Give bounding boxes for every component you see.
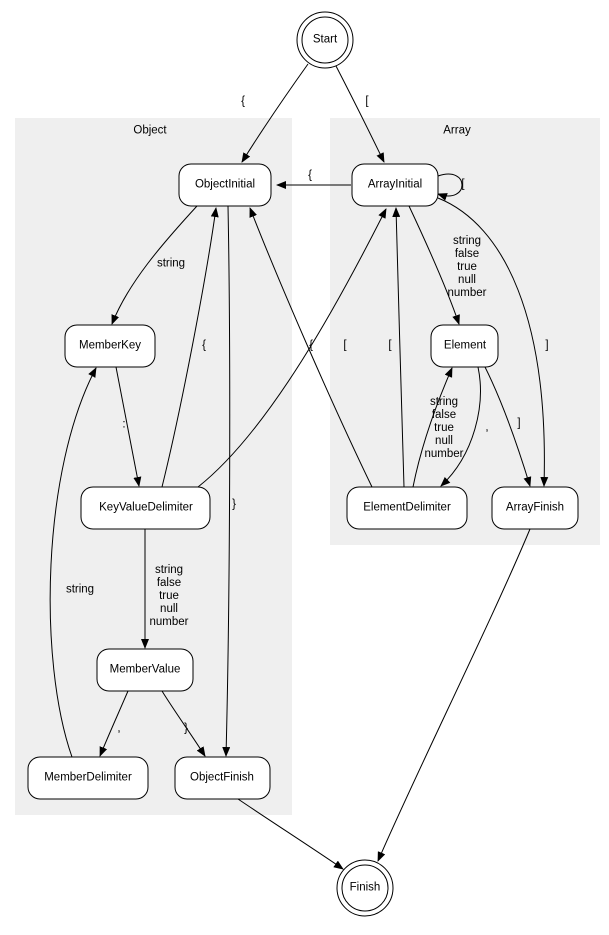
edge-element-delimiter-to-object-initial xyxy=(249,207,373,488)
edge-array-initial-to-array-finish xyxy=(437,197,549,487)
node-member-key-shape xyxy=(64,324,156,368)
node-array-finish-shape xyxy=(491,486,579,530)
node-array-initial-shape xyxy=(351,163,439,207)
node-start-inner-circle xyxy=(301,16,349,64)
node-object-finish-shape xyxy=(174,756,271,800)
edge-element-delimiter-to-element xyxy=(412,367,453,488)
edge-member-delimiter-to-member-key xyxy=(49,367,97,758)
node-member-delimiter-shape xyxy=(27,756,149,800)
edge-member-value-to-object-finish xyxy=(161,690,206,757)
edge-element-to-element-delimiter xyxy=(440,366,481,487)
object-cluster-background xyxy=(15,118,292,815)
edge-object-initial-to-member-key xyxy=(111,205,198,325)
edge-member-key-to-key-value-delimiter xyxy=(115,366,142,487)
edge-key-value-delimiter-to-object-initial xyxy=(161,207,219,488)
node-key-value-delimiter-shape xyxy=(80,486,211,530)
node-finish-inner-circle xyxy=(341,864,389,912)
edge-member-value-to-member-delimiter xyxy=(99,690,129,757)
node-element-delimiter-shape xyxy=(346,486,468,530)
node-element-shape xyxy=(430,324,499,368)
edge-array-initial-to-element xyxy=(408,205,460,325)
edge-array-finish-to-finish xyxy=(377,528,531,862)
edge-element-delimiter-to-array-initial xyxy=(392,207,405,488)
edge-object-finish-to-finish xyxy=(237,798,344,870)
edge-start-to-array-initial xyxy=(335,65,385,163)
edge-array-initial-self-loop xyxy=(437,173,463,201)
node-object-initial-shape xyxy=(178,163,272,207)
edge-start-to-object-initial xyxy=(241,63,309,163)
edge-element-to-array-finish xyxy=(484,366,532,487)
edge-object-initial-to-object-finish xyxy=(222,205,231,757)
node-member-value-shape xyxy=(96,648,194,692)
edge-key-value-delimiter-to-array-initial xyxy=(197,208,387,488)
